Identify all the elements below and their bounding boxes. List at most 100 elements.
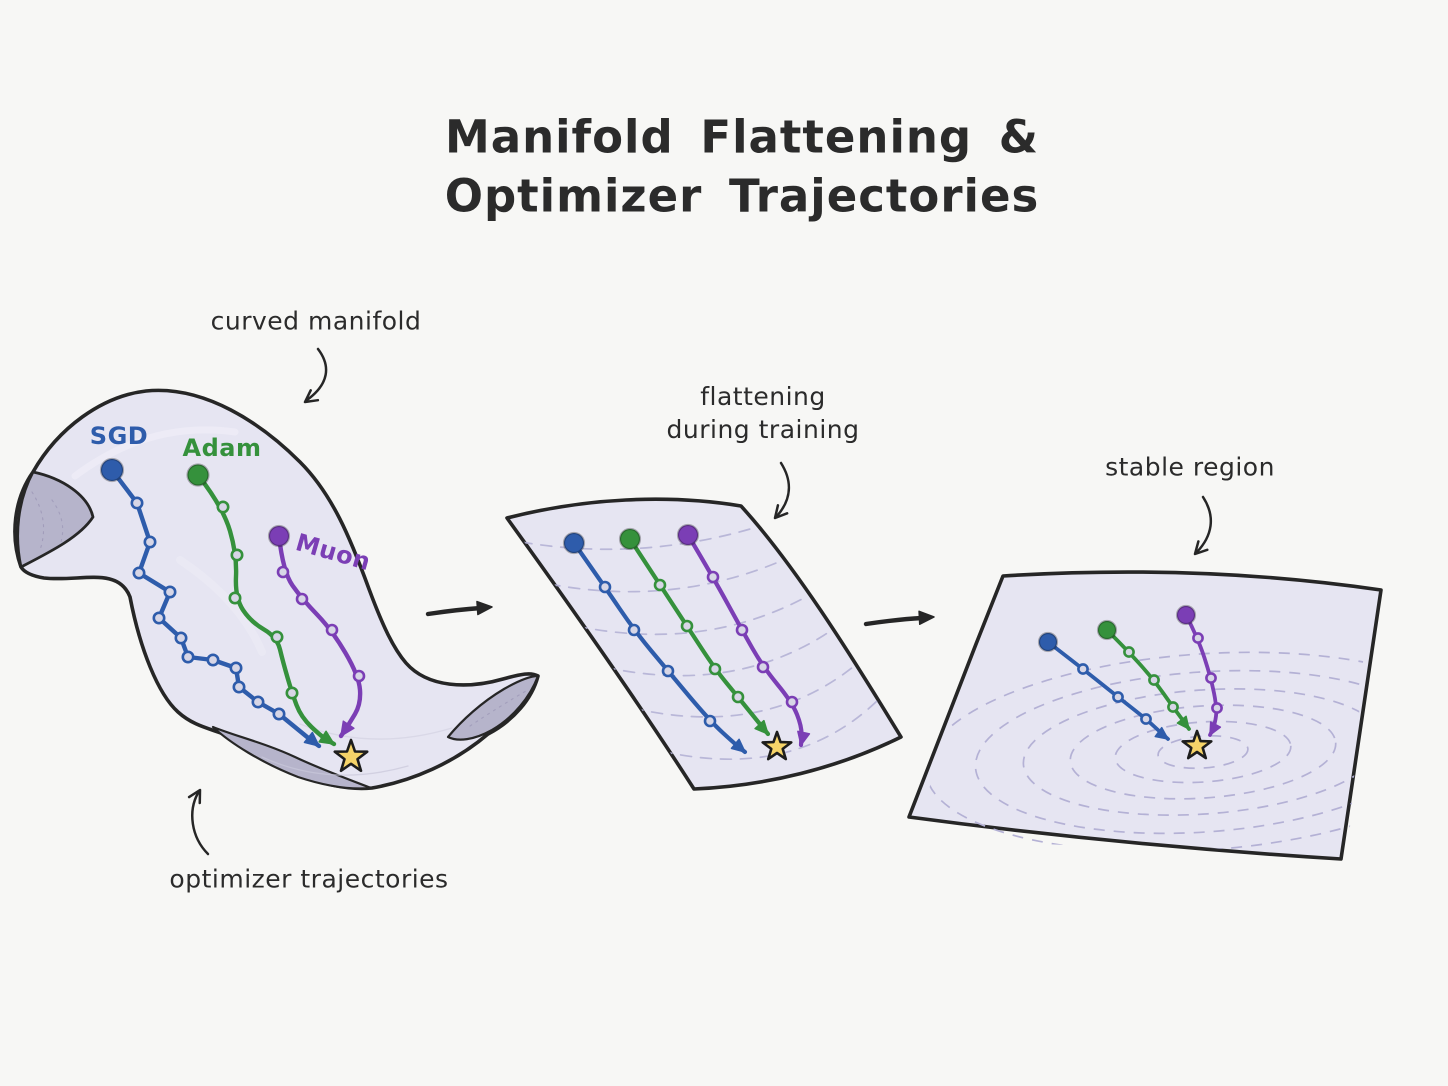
arrow-shaft [775,461,790,518]
middle-star-icon [761,730,793,761]
trajectory-step-marker [706,570,720,584]
trajectory-path [276,533,363,739]
trajectory-start-dot [267,524,291,548]
arrow-shaft [425,605,484,617]
trajectory-step-marker [251,695,265,709]
left-manifold-valley-underside [211,725,373,790]
trajectory-arrowhead-icon [1176,715,1190,730]
trajectory-start-dot [676,523,700,547]
trajectory-step-marker [1148,674,1160,686]
trajectory-arrowhead-icon [754,719,769,735]
trajectory-arrowhead-icon [340,720,355,737]
trajectory-path [1184,613,1219,737]
sgd-trajectory-right [1037,631,1170,741]
trajectory-start-dot [562,531,586,555]
arrowhead-icon [773,504,789,520]
trajectory-step-marker [230,548,244,562]
contour-ring [1157,734,1249,770]
arrow-shaft [305,347,328,402]
transition-arrow-1 [425,600,493,617]
left-mid-highlight [176,556,266,656]
trajectory-step-marker [735,623,749,637]
trajectory-step-marker [1205,672,1217,684]
trajectory-step-marker [285,686,299,700]
trajectory-step-marker [756,660,770,674]
trajectory-step-marker [216,500,230,514]
muon-trajectory-middle [676,523,811,748]
muon-trajectory-left [267,524,366,739]
muon-trajectory-right [1175,604,1223,737]
trajectory-start-dot [1037,631,1059,653]
left-manifold-surface [13,388,540,791]
trajectory-step-marker [1077,663,1089,675]
trajectory-step-marker [276,565,290,579]
trajectory-step-marker [229,661,243,675]
adam-trajectory-left [186,463,337,747]
trajectory-step-marker [1192,632,1204,644]
arrowhead-icon [1193,540,1209,556]
flattening-arrow [773,461,790,520]
trajectory-step-marker [1123,646,1135,658]
trajectory-step-marker [206,653,220,667]
arrowhead-icon [187,788,202,805]
trajectory-step-marker [708,662,722,676]
arrowhead-icon [303,389,320,404]
arrow-shaft [1195,495,1213,554]
trajectory-start-dot [618,527,642,551]
trajectory-step-marker [703,714,717,728]
right-star-icon [1181,729,1213,760]
trajectory-step-marker [325,623,339,637]
trajectory-step-marker [598,580,612,594]
trajectory-step-marker [152,611,166,625]
adam-trajectory-middle [618,527,771,737]
middle-contour-3 [575,596,807,636]
contour-ring [1069,704,1337,800]
trajectory-step-marker [1211,702,1223,714]
trajectory-arrowhead-icon [1154,726,1169,740]
trajectory-step-marker [232,680,246,694]
trajectory-step-marker [1167,701,1179,713]
arrow-shaft [191,791,210,856]
middle-contour-2 [548,560,782,593]
optimizer-trajectories-arrow [187,788,210,856]
stable-region-arrow [1193,495,1213,556]
sgd-trajectory-middle [562,531,748,755]
trajectory-step-marker [1140,713,1152,725]
trajectory-step-marker [132,566,146,580]
trajectory-arrowhead-icon [797,730,811,746]
trajectory-start-dot [99,457,125,483]
trajectory-step-marker [270,630,284,644]
trajectory-arrowhead-icon [1209,721,1222,736]
arrow-shaft [863,615,925,627]
trajectory-start-dot [1175,604,1197,626]
trajectory-step-marker [130,496,144,510]
middle-sheet [505,497,903,791]
left-manifold-fold-underside [446,674,540,741]
trajectory-step-marker [653,578,667,592]
trajectory-step-marker [228,591,242,605]
trajectory-step-marker [181,650,195,664]
left-fold-texture [469,690,527,727]
trajectory-step-marker [174,631,188,645]
trajectory-path [1105,628,1191,731]
trajectory-step-marker [661,664,675,678]
trajectory-step-marker [352,669,366,683]
contour-ring [974,669,1389,835]
trajectory-step-marker [627,623,641,637]
curved-manifold-arrow [303,347,328,404]
trajectory-step-marker [731,690,745,704]
trajectory-start-dot [1096,619,1118,641]
trajectory-step-marker [1112,691,1124,703]
trajectory-start-dot [186,463,210,487]
trajectory-step-marker [295,592,309,606]
sgd-trajectory-left [99,457,322,749]
middle-contour-1 [520,526,758,551]
contour-ring [1114,720,1292,784]
trajectory-step-marker [785,695,799,709]
left-valley-contour-1 [261,756,409,776]
trajectory-arrowhead-icon [318,730,335,745]
trajectory-step-marker [163,585,177,599]
middle-contour-4 [603,631,830,677]
trajectory-arrowhead-icon [730,738,746,753]
